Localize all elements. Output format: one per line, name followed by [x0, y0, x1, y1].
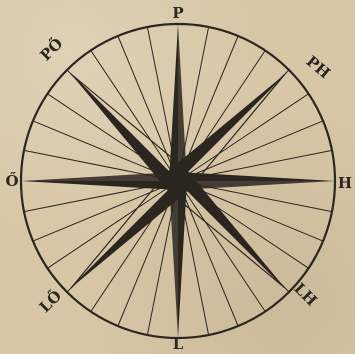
label-west: Ő	[5, 172, 18, 190]
cardinal-point-dark	[178, 181, 187, 338]
label-east: H	[338, 174, 352, 192]
cardinal-point-shade	[178, 24, 187, 181]
cardinal-point-shade	[178, 181, 335, 190]
label-northeast: PH	[303, 52, 334, 82]
cardinal-point-shade	[170, 181, 179, 338]
label-southwest: LŐ	[36, 287, 65, 316]
label-south: L	[173, 335, 184, 353]
label-southeast: LH	[290, 279, 320, 309]
cardinal-point-dark	[170, 24, 179, 181]
cardinal-point-shade	[21, 173, 178, 182]
label-northwest: PŐ	[36, 34, 66, 64]
cardinal-point-dark	[21, 181, 178, 190]
label-north: P	[172, 4, 183, 22]
cardinal-point-dark	[178, 173, 335, 182]
